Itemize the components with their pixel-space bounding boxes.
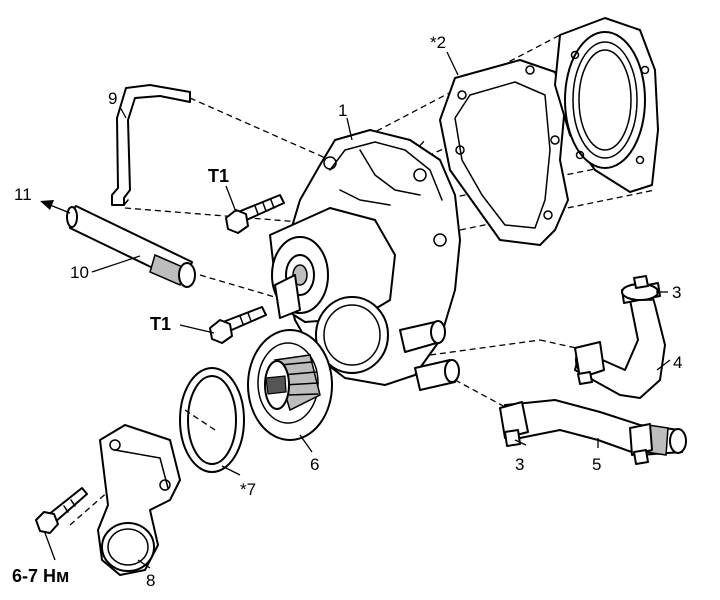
bolt-upper <box>225 194 285 234</box>
thermostat <box>247 329 333 441</box>
label-water-pump: 1 <box>338 101 347 120</box>
rear-plate <box>554 17 659 193</box>
thermostat-cover <box>97 424 181 576</box>
label-thermostat: 6 <box>310 455 319 474</box>
clamp-upper <box>621 275 661 304</box>
label-pipe-direction: 11 <box>14 185 32 204</box>
leader-lines <box>44 51 671 569</box>
lower-hose <box>504 399 687 456</box>
label-clamp-lower: 3 <box>515 455 524 474</box>
coolant-pipe <box>66 205 196 288</box>
label-gasket: *2 <box>430 33 446 52</box>
label-hose-lower: 5 <box>592 455 601 474</box>
label-clamp-upper: 3 <box>672 283 681 302</box>
label-torque-upper: T1 <box>208 166 229 186</box>
label-torque-cover: 6-7 Нм <box>12 566 69 586</box>
label-thermostat-gasket: *7 <box>240 480 256 499</box>
thermostat-gasket <box>179 367 245 473</box>
clamp-lower <box>499 401 529 447</box>
label-thermostat-cover: 8 <box>146 571 155 590</box>
bolt-middle <box>209 306 267 344</box>
pipe-bracket <box>111 84 191 206</box>
label-hose-upper: 4 <box>673 353 682 372</box>
label-torque-middle: T1 <box>150 314 171 334</box>
direction-arrow <box>40 200 71 214</box>
clamp-upper-hose-end <box>574 341 605 385</box>
gasket <box>439 59 569 246</box>
label-pipe: 10 <box>70 263 89 282</box>
clamp-lower-hose-end <box>629 423 653 465</box>
water-pump <box>269 129 461 391</box>
cover-bolt <box>35 487 88 534</box>
label-pipe-bracket: 9 <box>108 89 117 108</box>
